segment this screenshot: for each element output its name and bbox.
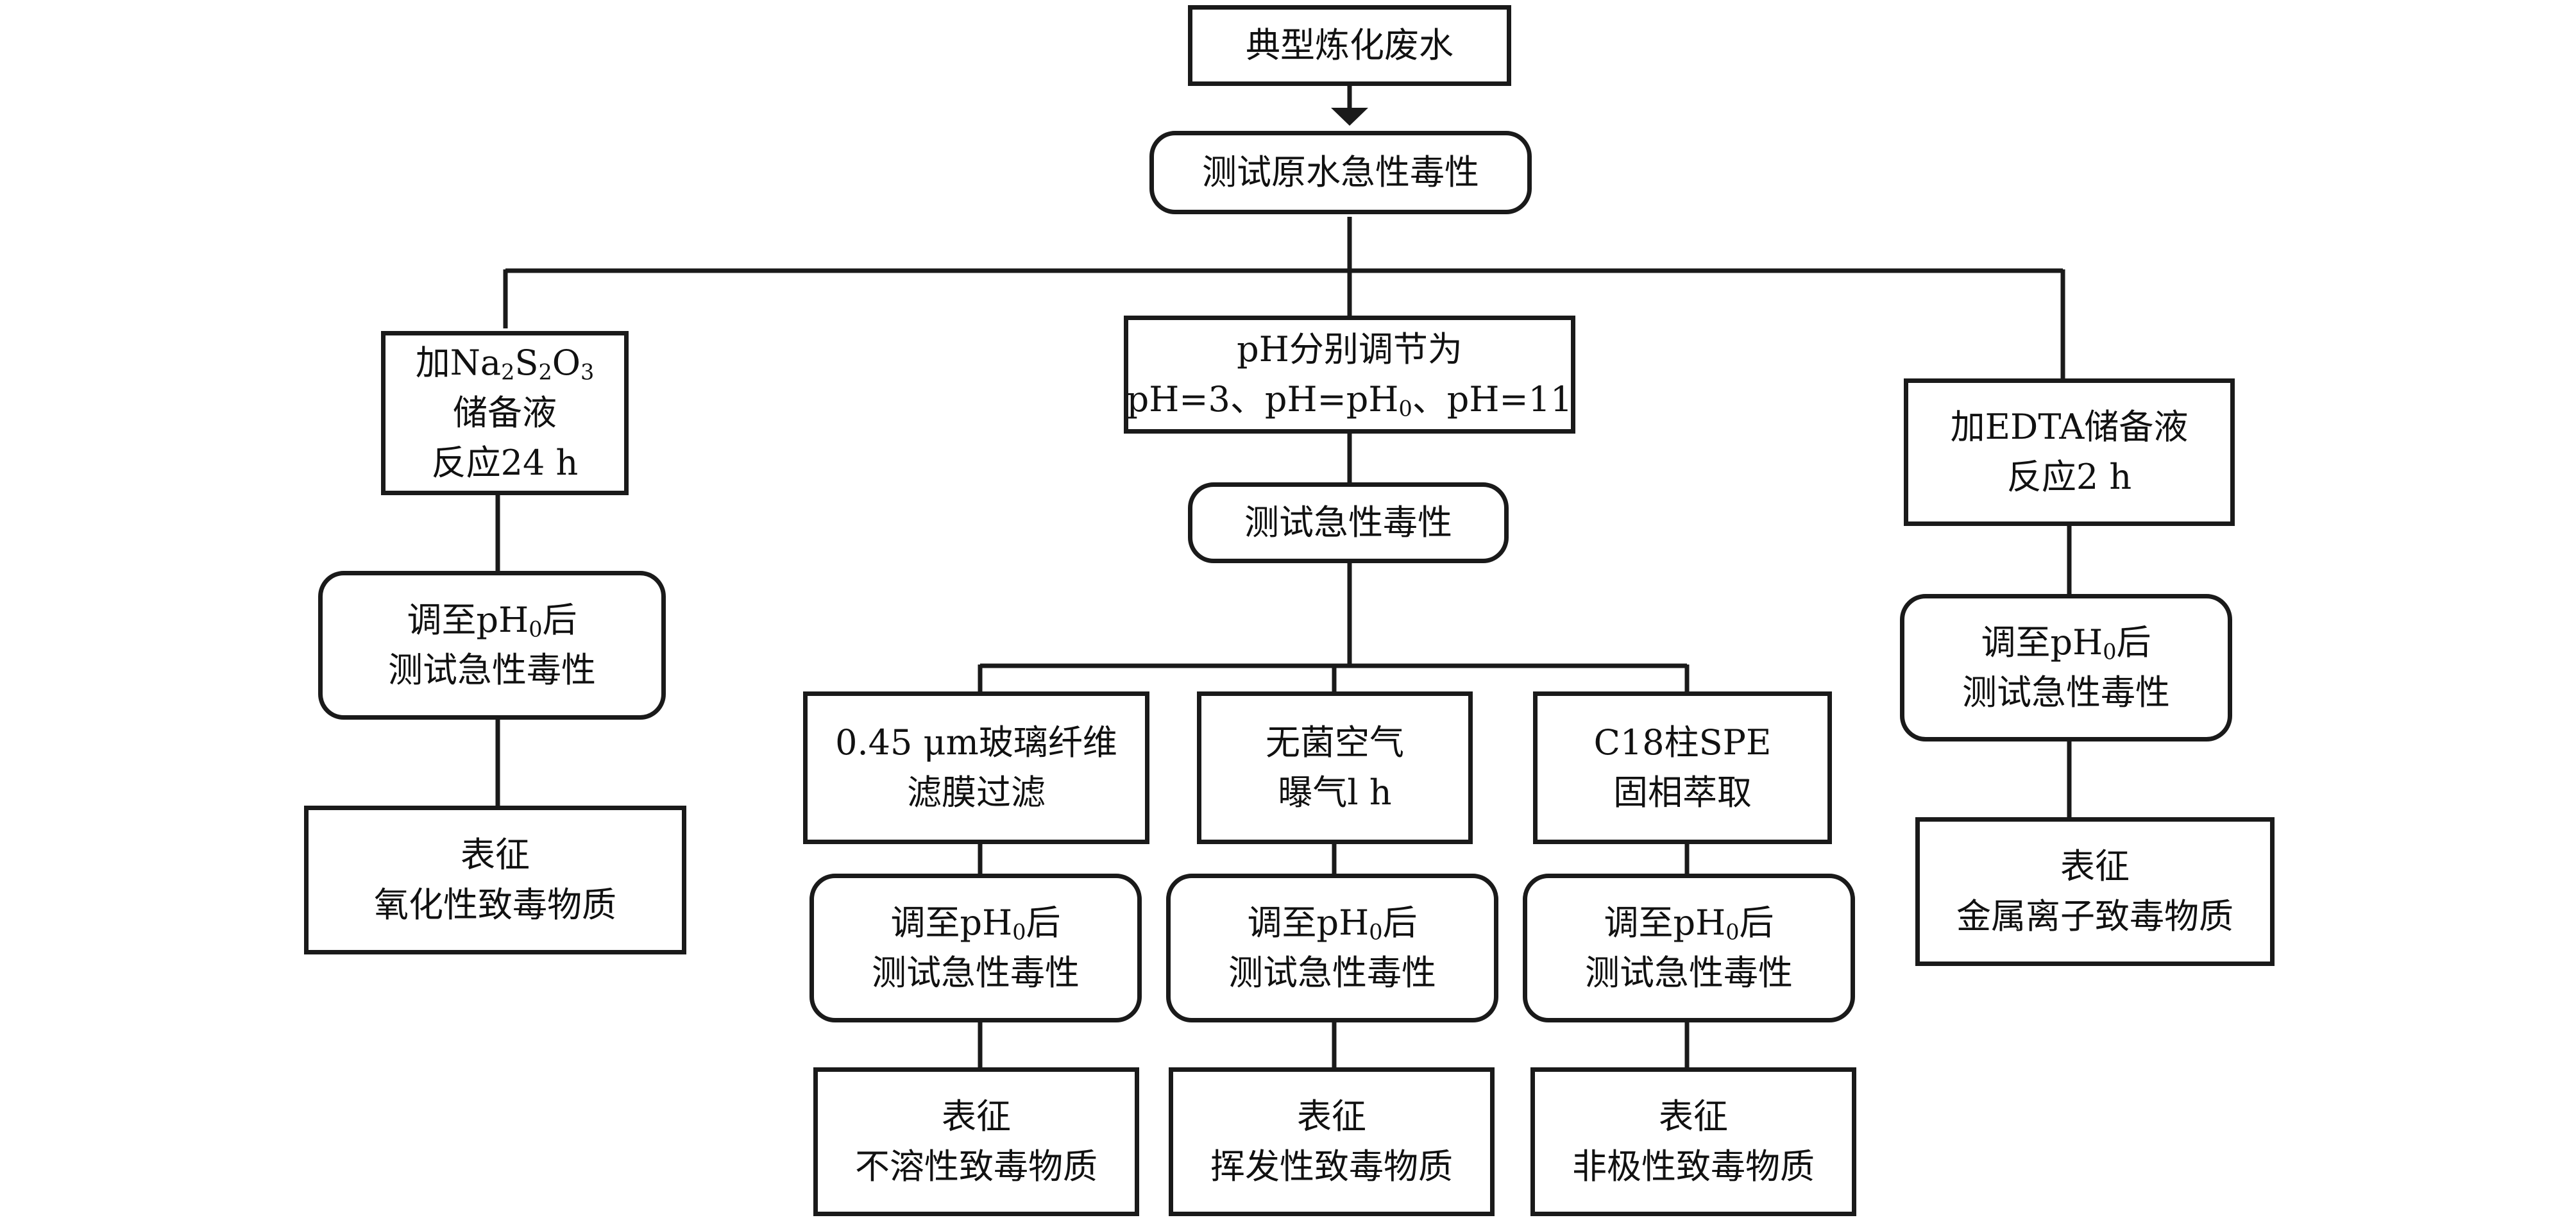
node-text-line1: 调至pH0后 — [1604, 902, 1774, 945]
node-text-line2: 储备液 — [453, 393, 557, 433]
node-text-line1: pH分别调节为 — [1237, 329, 1462, 369]
node-text-line2: 挥发性致毒物质 — [1210, 1146, 1453, 1187]
node-text-line1: 加Na2S2O3 — [415, 343, 595, 385]
node-text-line2: 测试急性毒性 — [1962, 672, 2170, 713]
node-text-line2: 固相萃取 — [1613, 772, 1752, 813]
wastewater-node: 典型炼化废水 — [1188, 5, 1511, 86]
node-text-line2: 测试急性毒性 — [872, 953, 1080, 993]
aeration-ph-toxicity-test-node: 调至pH0后 测试急性毒性 — [1166, 874, 1498, 1022]
node-text-line2: 测试急性毒性 — [1585, 953, 1793, 993]
volatile-toxicant-node: 表征 挥发性致毒物质 — [1169, 1067, 1495, 1216]
node-text-line1: C18柱SPE — [1593, 722, 1772, 763]
left-ph-toxicity-test-node: 调至pH0后 测试急性毒性 — [318, 571, 666, 720]
spe-ph-toxicity-test-node: 调至pH0后 测试急性毒性 — [1523, 874, 1855, 1022]
node-text-line2: 曝气l h — [1278, 772, 1392, 813]
node-text-line2: 滤膜过滤 — [907, 772, 1046, 813]
node-text-line1: 调至pH0后 — [1247, 902, 1418, 945]
node-text-line2: 非极性致毒物质 — [1572, 1146, 1815, 1187]
spe-extraction-node: C18柱SPE 固相萃取 — [1533, 691, 1832, 844]
node-text-line1: 加EDTA储备液 — [1950, 407, 2189, 447]
node-text-line1: 表征 — [461, 835, 530, 875]
node-text: 典型炼化废水 — [1246, 25, 1453, 65]
filtration-ph-toxicity-test-node: 调至pH0后 测试急性毒性 — [809, 874, 1142, 1022]
node-text-line2: 反应2 h — [2006, 457, 2132, 497]
node-text-line1: 调至pH0后 — [1981, 622, 2151, 665]
node-text-line3: 反应24 h — [431, 443, 579, 483]
node-text-line1: 调至pH0后 — [890, 902, 1061, 945]
node-text: 测试原水急性毒性 — [1202, 152, 1479, 192]
node-text-line2: 测试急性毒性 — [1228, 953, 1436, 993]
ph-adjust-node: pH分别调节为 pH=3、pH=pH0、pH=11 — [1124, 316, 1575, 434]
node-text-line1: 表征 — [1297, 1096, 1366, 1137]
filtration-node: 0.45 μm玻璃纤维 滤膜过滤 — [803, 691, 1149, 844]
center-toxicity-test-node: 测试急性毒性 — [1188, 482, 1509, 563]
insoluble-toxicant-node: 表征 不溶性致毒物质 — [813, 1067, 1139, 1216]
node-text-line1: 表征 — [2060, 846, 2130, 886]
node-text: 测试急性毒性 — [1244, 502, 1452, 543]
oxidative-toxicant-node: 表征 氧化性致毒物质 — [304, 806, 686, 954]
metal-ion-toxicant-node: 表征 金属离子致毒物质 — [1915, 817, 2275, 966]
node-text-line1: 表征 — [1659, 1096, 1728, 1137]
node-text-line1: 0.45 μm玻璃纤维 — [835, 722, 1117, 763]
arrowhead-icon — [1331, 108, 1368, 126]
node-text-line2: pH=3、pH=pH0、pH=11 — [1126, 379, 1573, 421]
raw-water-toxicity-test-node: 测试原水急性毒性 — [1149, 131, 1532, 214]
nonpolar-toxicant-node: 表征 非极性致毒物质 — [1530, 1067, 1856, 1216]
node-text-line2: 金属离子致毒物质 — [1956, 896, 2233, 936]
aeration-node: 无菌空气 曝气l h — [1197, 691, 1473, 844]
node-text-line1: 表征 — [942, 1096, 1011, 1137]
node-text-line1: 调至pH0后 — [407, 600, 577, 642]
node-text-line2: 不溶性致毒物质 — [855, 1146, 1097, 1187]
node-text-line2: 氧化性致毒物质 — [374, 885, 616, 925]
node-text-line1: 无菌空气 — [1266, 722, 1404, 763]
na2s2o3-treatment-node: 加Na2S2O3 储备液 反应24 h — [381, 331, 629, 495]
right-ph-toxicity-test-node: 调至pH0后 测试急性毒性 — [1900, 594, 2232, 741]
node-text-line2: 测试急性毒性 — [388, 650, 596, 690]
edta-treatment-node: 加EDTA储备液 反应2 h — [1904, 378, 2235, 526]
